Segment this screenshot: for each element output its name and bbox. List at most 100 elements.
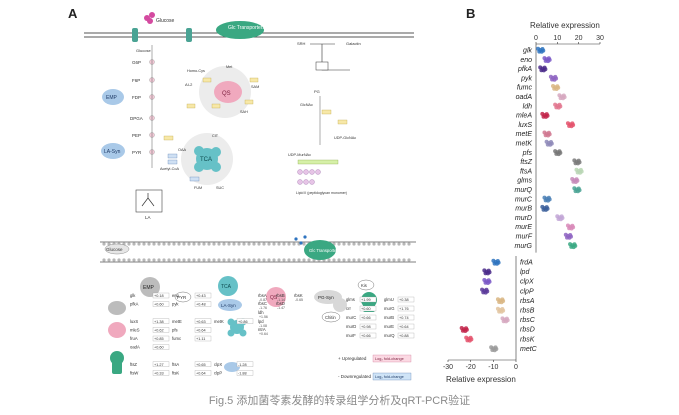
lipid-head xyxy=(362,258,366,262)
lipid-head xyxy=(257,242,261,246)
upper-gene-label: pyk xyxy=(520,75,532,82)
lipid-head xyxy=(197,242,201,246)
gene-table-value-box xyxy=(152,327,170,333)
homocys-label: Homo-Cys xyxy=(187,69,205,73)
gene-table-value-box xyxy=(152,335,170,342)
transporter-left xyxy=(132,28,138,42)
lipid-head xyxy=(402,242,406,246)
lipid-head xyxy=(367,258,371,262)
chart-xlabel: Relative expression xyxy=(446,375,516,384)
upper-gene-label: metK xyxy=(516,141,533,148)
dpga-label: DPGA xyxy=(130,116,143,121)
gene-table-value: +0.60 xyxy=(361,307,371,311)
lipid-head xyxy=(152,258,156,262)
lipid-head xyxy=(127,258,131,262)
lipid-head xyxy=(342,242,346,246)
gene-table-name: ntrA xyxy=(258,327,266,332)
tca-bottom-label: TCA xyxy=(221,284,232,290)
gene-table-name: pfs xyxy=(172,327,178,332)
lipid-head xyxy=(377,242,381,246)
lipid-head xyxy=(352,258,356,262)
lipid-head xyxy=(167,258,171,262)
pts-top-label: Glc Transporters xyxy=(228,25,265,31)
lower-gene-label: rbsD xyxy=(520,327,535,334)
lower-tick-label: 0 xyxy=(514,364,518,371)
gene-table-name: pfkA xyxy=(130,302,139,307)
division-category-icon xyxy=(110,351,124,374)
gene-table-value: +1.11 xyxy=(196,337,205,341)
gene-table-name: glmU xyxy=(384,297,394,302)
lipid-head xyxy=(372,242,376,246)
gene-table-name: ftsW xyxy=(130,370,138,375)
gene-table-value-box xyxy=(194,370,212,376)
gene-table-name: ftsZ xyxy=(130,362,137,367)
upper-data-point xyxy=(545,206,550,211)
lipid-head xyxy=(107,258,111,262)
gene-table-name: glk xyxy=(130,293,136,298)
chitin-bottom-node xyxy=(321,311,341,323)
lipid-head xyxy=(347,242,351,246)
kis-bottom-node xyxy=(357,279,375,291)
lipid-head xyxy=(102,242,106,246)
upper-data-point xyxy=(573,243,578,248)
upper-data-point xyxy=(547,132,552,137)
pep-label: PEP xyxy=(132,133,141,138)
gene-table-value-box xyxy=(359,314,377,321)
qs-gene-boxes xyxy=(186,77,259,109)
gene-table-value: +0.48 xyxy=(196,303,206,307)
lipid-head xyxy=(287,242,291,246)
lipid-head xyxy=(217,258,221,262)
lipid-head xyxy=(122,258,126,262)
upper-tick-label: 10 xyxy=(553,35,561,42)
lipid-head xyxy=(302,242,306,246)
upper-gene-label: metE xyxy=(516,131,533,138)
lipid-head xyxy=(147,258,151,262)
lipid-head xyxy=(132,242,136,246)
lipid-head xyxy=(252,242,256,246)
gene-table-value-box xyxy=(397,323,415,330)
lipid-head xyxy=(337,242,341,246)
gene-table-value: +0.60 xyxy=(154,346,164,350)
legend-downregulated: - Downregulated xyxy=(338,374,372,379)
lipid-head xyxy=(172,258,176,262)
emp-bottom-label: EMP xyxy=(143,285,155,291)
sah-label: SAH xyxy=(240,110,248,114)
lipid-head xyxy=(272,242,276,246)
gene-table-name: ldh xyxy=(258,310,264,315)
fdp-label: FDP xyxy=(132,95,141,100)
gene-table-name: oadA xyxy=(130,345,140,350)
qs-bottom-label: QS xyxy=(270,295,278,301)
lipid-head xyxy=(292,258,296,262)
upper-data-point xyxy=(560,216,565,220)
pts-bottom-complex xyxy=(294,235,336,260)
chitin-bottom-label: Chitin xyxy=(325,315,336,320)
lipid-head xyxy=(162,258,166,262)
bottom-membrane xyxy=(100,241,416,263)
lipid-head xyxy=(277,258,281,262)
gene-table-value: +0.66 xyxy=(361,334,371,338)
lower-gene-label: rbsA xyxy=(520,298,535,305)
lipid-head xyxy=(382,242,386,246)
tca-gene-boxes xyxy=(163,135,200,182)
lipid-head xyxy=(177,242,181,246)
pathway-diagram: Glucose Glc Transporters Glucose G6P F6P… xyxy=(84,12,416,381)
gene-table-value: +1.76 xyxy=(399,307,409,311)
gene-table-value: +0.64 xyxy=(399,325,409,329)
gene-table-name: mleS xyxy=(130,327,140,332)
lipid-head xyxy=(242,242,246,246)
lipid-head xyxy=(377,258,381,262)
lipid-ii-label: Lipid II (peptidoglycan monomer) xyxy=(296,191,347,195)
gene-table-value: -1.28 xyxy=(238,363,247,367)
upper-data-point xyxy=(577,188,582,193)
lipid-head xyxy=(167,242,171,246)
panel-a-letter: A xyxy=(68,6,78,21)
lipid-head xyxy=(327,258,331,262)
glucose-bottom-node xyxy=(104,243,130,255)
gene-table-name: rbsC xyxy=(258,301,267,306)
glucose-inner-label: Glucose xyxy=(136,48,151,53)
gene-table-value-box xyxy=(397,305,415,312)
lipid-head xyxy=(137,258,141,262)
pg-top-label: PG xyxy=(314,89,320,94)
lower-data-point xyxy=(485,289,490,294)
lipid-head xyxy=(202,242,206,246)
